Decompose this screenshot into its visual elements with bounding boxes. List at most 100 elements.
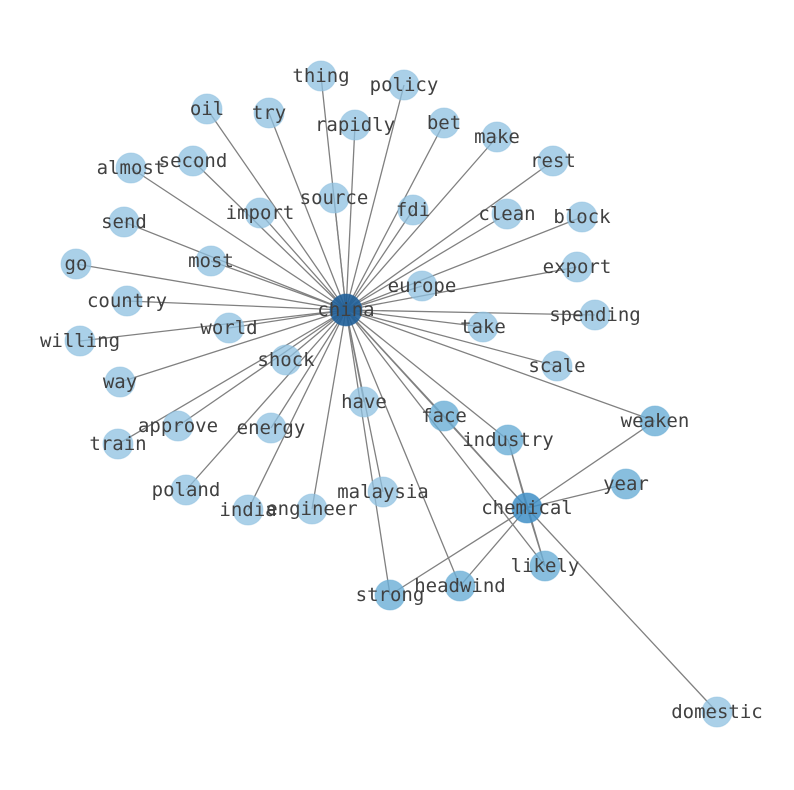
- node-label-make: make: [474, 126, 520, 148]
- node-label-scale: scale: [528, 355, 585, 377]
- node-export[interactable]: [561, 251, 593, 283]
- node-most[interactable]: [195, 245, 227, 277]
- edge-china-weaken: [345, 309, 656, 422]
- node-label-train: train: [89, 433, 146, 455]
- node-label-source: source: [300, 187, 369, 209]
- node-label-country: country: [87, 290, 167, 312]
- edge-china-bet: [345, 122, 445, 311]
- node-label-approve: approve: [138, 415, 218, 437]
- node-take[interactable]: [467, 311, 499, 343]
- edge-china-fdi: [345, 209, 414, 311]
- node-label-export: export: [543, 256, 612, 278]
- node-label-industry: industry: [462, 429, 554, 451]
- node-scale[interactable]: [541, 350, 573, 382]
- edge-china-way: [119, 309, 347, 383]
- node-willing[interactable]: [64, 325, 96, 357]
- node-face[interactable]: [428, 400, 460, 432]
- edge-china-india: [247, 309, 347, 511]
- node-label-weaken: weaken: [621, 410, 690, 432]
- node-block[interactable]: [566, 201, 598, 233]
- node-label-willing: willing: [40, 330, 120, 352]
- node-energy[interactable]: [255, 412, 287, 444]
- edge-china-block: [345, 216, 583, 311]
- node-label-face: face: [421, 405, 467, 427]
- node-label-likely: likely: [511, 555, 580, 577]
- node-have[interactable]: [348, 386, 380, 418]
- edge-china-take: [345, 309, 484, 328]
- node-year[interactable]: [610, 468, 642, 500]
- node-label-year: year: [603, 473, 649, 495]
- node-rapidly[interactable]: [339, 109, 371, 141]
- edge-china-most: [210, 260, 347, 311]
- node-headwind[interactable]: [444, 570, 476, 602]
- node-europe[interactable]: [406, 270, 438, 302]
- node-label-clean: clean: [478, 203, 535, 225]
- node-label-way: way: [103, 371, 137, 393]
- edge-layer: [75, 75, 718, 713]
- node-approve[interactable]: [162, 410, 194, 442]
- node-shock[interactable]: [270, 344, 302, 376]
- node-label-spending: spending: [549, 304, 641, 326]
- node-send[interactable]: [108, 206, 140, 238]
- node-label-china: china: [317, 299, 374, 321]
- node-try[interactable]: [253, 97, 285, 129]
- edge-china-rapidly: [345, 124, 356, 311]
- edge-china-headwind: [345, 309, 461, 587]
- node-import[interactable]: [244, 197, 276, 229]
- node-thing[interactable]: [305, 60, 337, 92]
- node-clean[interactable]: [491, 198, 523, 230]
- node-label-domestic: domestic: [671, 701, 763, 723]
- node-bet[interactable]: [428, 107, 460, 139]
- node-china[interactable]: [329, 293, 363, 327]
- node-make[interactable]: [481, 121, 513, 153]
- edge-china-make: [345, 136, 498, 311]
- node-label-chemical: chemical: [481, 497, 573, 519]
- node-poland[interactable]: [170, 474, 202, 506]
- node-country[interactable]: [111, 285, 143, 317]
- edge-china-second: [192, 160, 347, 311]
- node-industry[interactable]: [492, 424, 524, 456]
- node-india[interactable]: [232, 494, 264, 526]
- edge-china-go: [75, 263, 347, 311]
- node-almost[interactable]: [115, 152, 147, 184]
- node-rest[interactable]: [537, 145, 569, 177]
- node-label-world: world: [200, 317, 257, 339]
- node-way[interactable]: [104, 366, 136, 398]
- edge-china-send: [123, 221, 347, 311]
- node-label-shock: shock: [257, 349, 315, 371]
- node-malaysia[interactable]: [367, 476, 399, 508]
- edge-china-rest: [345, 160, 554, 311]
- node-second[interactable]: [177, 145, 209, 177]
- edge-chemical-headwind: [459, 507, 528, 587]
- node-weaken[interactable]: [639, 405, 671, 437]
- node-label-second: second: [159, 150, 228, 172]
- node-chemical[interactable]: [511, 492, 543, 524]
- node-source[interactable]: [318, 182, 350, 214]
- node-fdi[interactable]: [397, 194, 429, 226]
- edge-china-scale: [345, 309, 558, 367]
- node-label-try: try: [252, 102, 286, 124]
- node-policy[interactable]: [388, 69, 420, 101]
- node-domestic[interactable]: [701, 696, 733, 728]
- node-go[interactable]: [60, 248, 92, 280]
- node-spending[interactable]: [579, 299, 611, 331]
- node-label-take: take: [460, 316, 506, 338]
- node-label-import: import: [226, 202, 295, 224]
- node-train[interactable]: [102, 428, 134, 460]
- node-label-most: most: [188, 250, 234, 272]
- node-world[interactable]: [213, 312, 245, 344]
- edge-china-almost: [130, 167, 347, 311]
- node-label-engineer: engineer: [266, 498, 358, 520]
- node-label-europe: europe: [388, 275, 457, 297]
- node-label-headwind: headwind: [414, 575, 506, 597]
- node-label-strong: strong: [356, 584, 425, 606]
- node-likely[interactable]: [529, 550, 561, 582]
- edge-china-country: [126, 300, 347, 311]
- node-layer: [60, 60, 733, 728]
- node-strong[interactable]: [374, 579, 406, 611]
- node-oil[interactable]: [191, 93, 223, 125]
- edge-china-engineer: [311, 309, 347, 510]
- edge-chemical-year: [526, 483, 627, 509]
- node-engineer[interactable]: [296, 493, 328, 525]
